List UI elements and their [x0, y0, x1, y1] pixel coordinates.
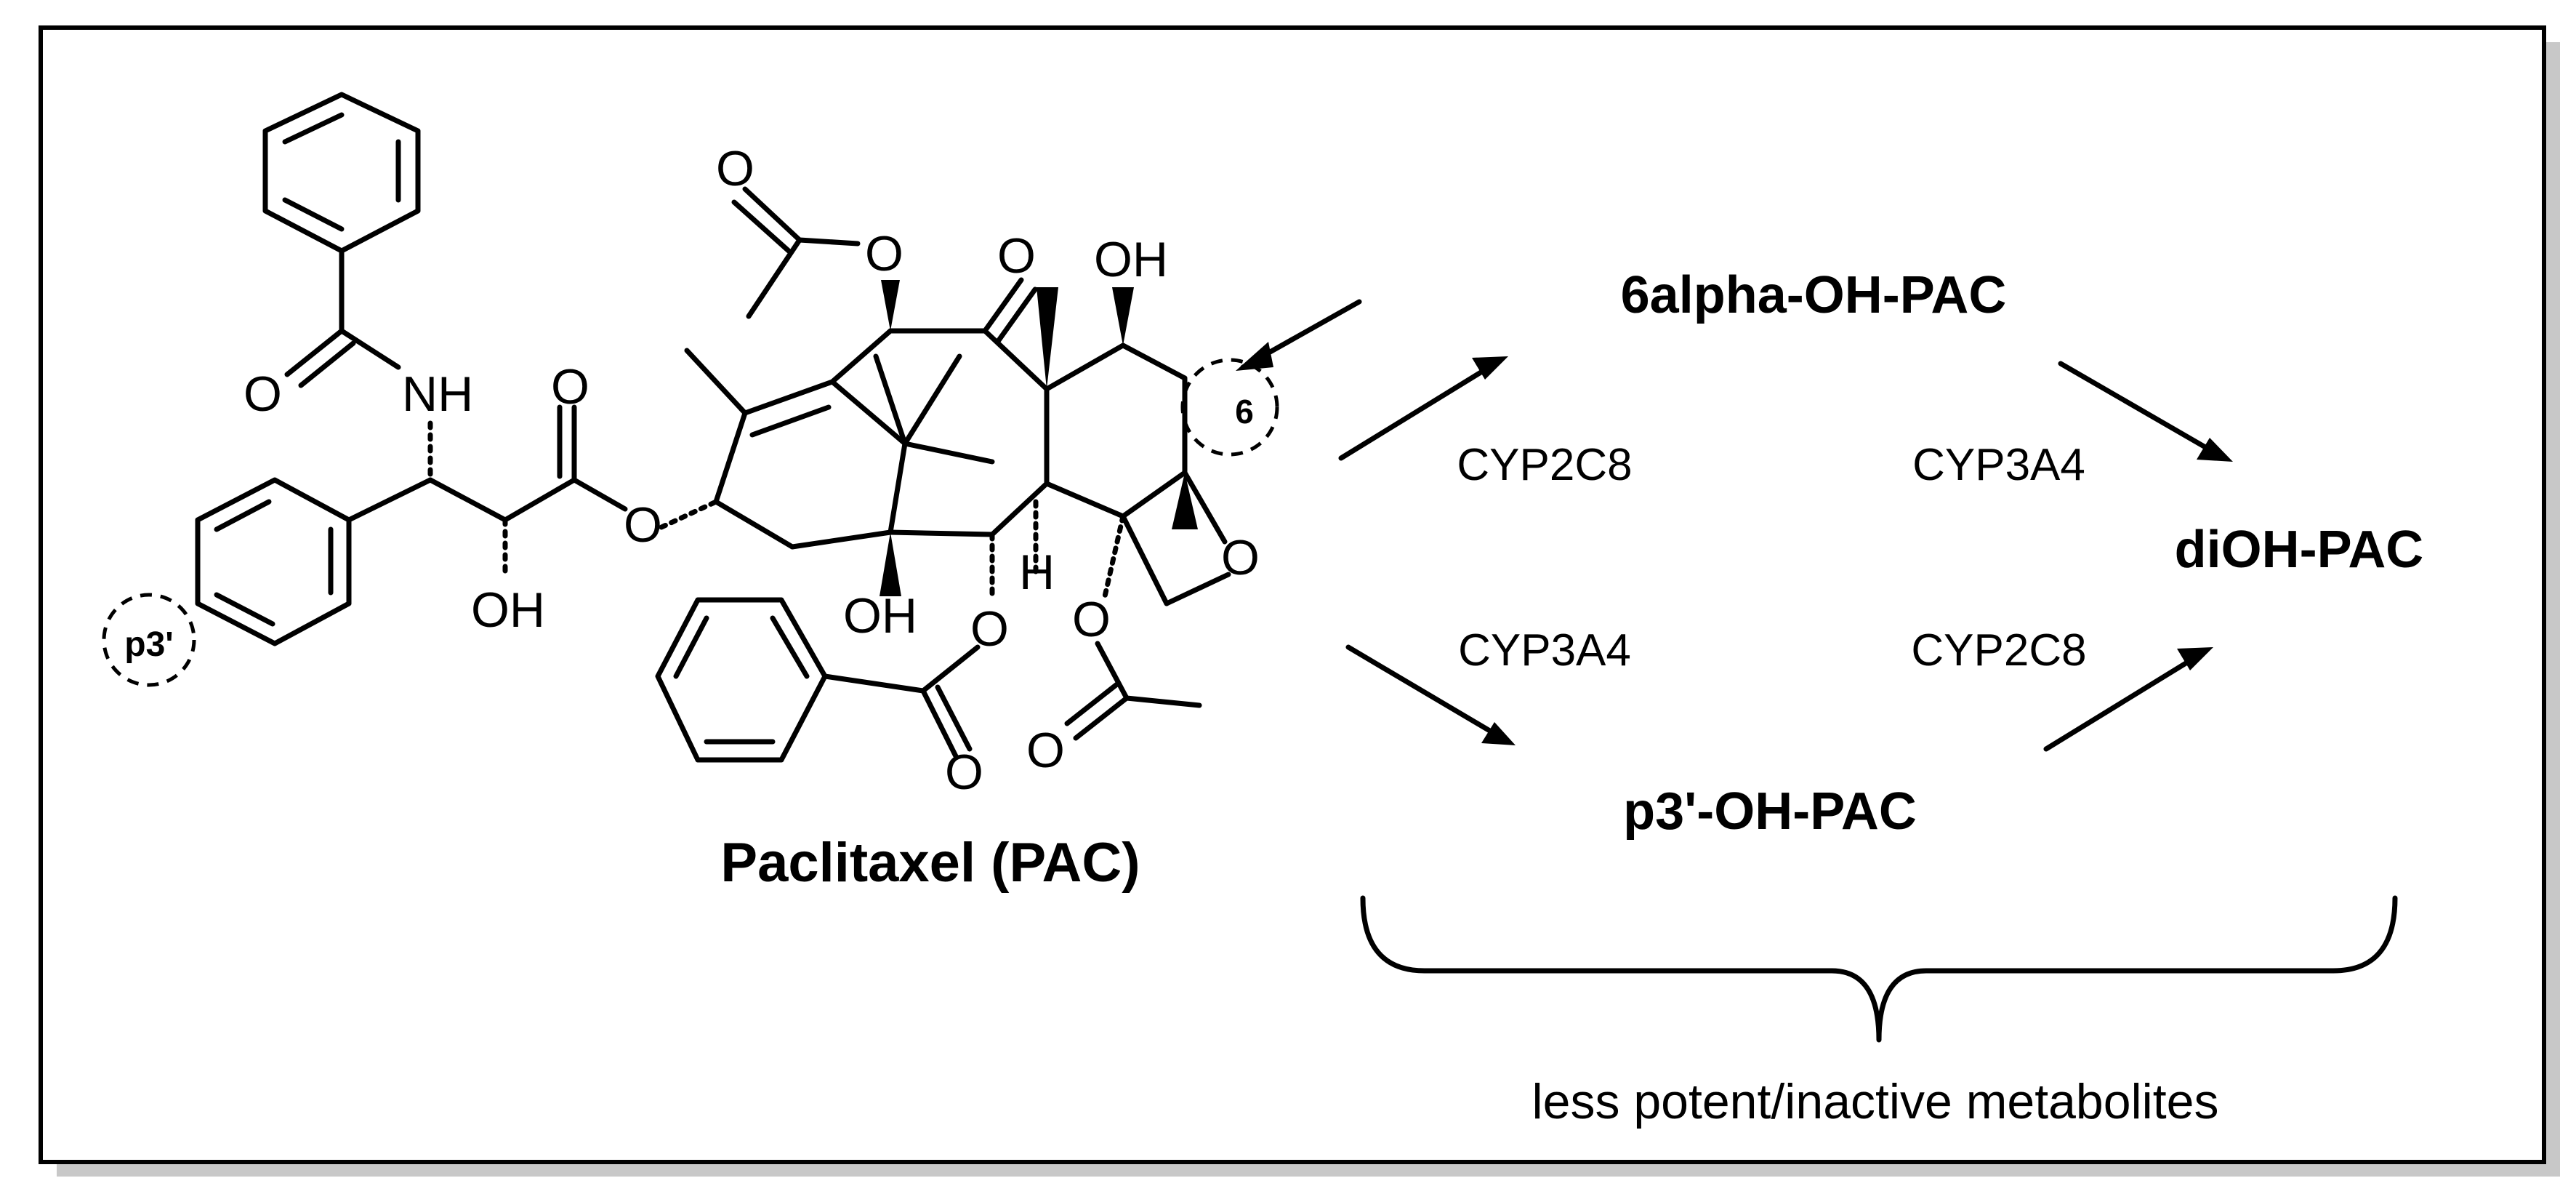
enzyme-lower-right: CYP2C8 [1911, 625, 2086, 676]
arrowhead-6alpha-to-di [2197, 438, 2233, 462]
arrowhead-to-p3 [1481, 722, 1516, 745]
footnote-text: less potent/inactive metabolites [1532, 1074, 2219, 1129]
ester-carbonyl-oxygen: O [551, 359, 589, 414]
amide-oxygen-label: O [243, 366, 282, 422]
p3-site-circle [102, 593, 196, 687]
c10-ester-oxygen: O [865, 226, 903, 281]
phenyl-ring-p3 [195, 477, 352, 646]
wedge-c1-oh [880, 532, 901, 596]
site-6-circle [1180, 358, 1279, 457]
c1-oh-label: OH [843, 588, 917, 644]
arrowhead-p3-to-di [2177, 647, 2213, 670]
site-6-arrowhead [1236, 342, 1273, 371]
metabolite-dioh-pac: diOH-PAC [2175, 521, 2424, 579]
c3-h-label: H [1019, 545, 1055, 600]
compound-title: Paclitaxel (PAC) [720, 832, 1140, 894]
c7-oh-label: OH [1094, 232, 1168, 287]
grouping-brace [1360, 895, 2398, 1043]
c9-ketone-oxygen: O [997, 228, 1036, 284]
metabolite-p3-oh-pac: p3'-OH-PAC [1623, 782, 1917, 841]
metabolite-6alpha-oh-pac: 6alpha-OH-PAC [1621, 266, 2007, 324]
wedge-c7-oh [1112, 287, 1134, 345]
ester-oxygen: O [624, 497, 662, 553]
c10-acetyl-oxygen: O [716, 141, 754, 196]
nh-label: NH [402, 366, 473, 422]
pathway-arrows [1338, 356, 2233, 752]
c4-acetate-carbonyl-oxygen: O [1026, 723, 1065, 778]
wedge-c8-methyl [1037, 287, 1058, 389]
enzyme-upper-left: CYP2C8 [1457, 440, 1632, 490]
paclitaxel-structure: O NH p3' OH O O [102, 92, 1362, 800]
enzyme-lower-left: CYP3A4 [1458, 625, 1631, 676]
site-6-label: 6 [1235, 393, 1254, 430]
arrowhead-to-6alpha [1472, 356, 1508, 380]
p3-site-label: p3' [124, 625, 173, 664]
enzyme-upper-right: CYP3A4 [1912, 440, 2085, 490]
c4-acetate-oxygen: O [1072, 592, 1111, 647]
c2-benzoate-carbonyl-oxygen: O [945, 745, 983, 800]
c2-oh-label: OH [471, 582, 545, 638]
wedge-oxetane [1172, 473, 1198, 529]
wedge-c10 [881, 280, 900, 331]
benzoate-ring [655, 597, 828, 763]
